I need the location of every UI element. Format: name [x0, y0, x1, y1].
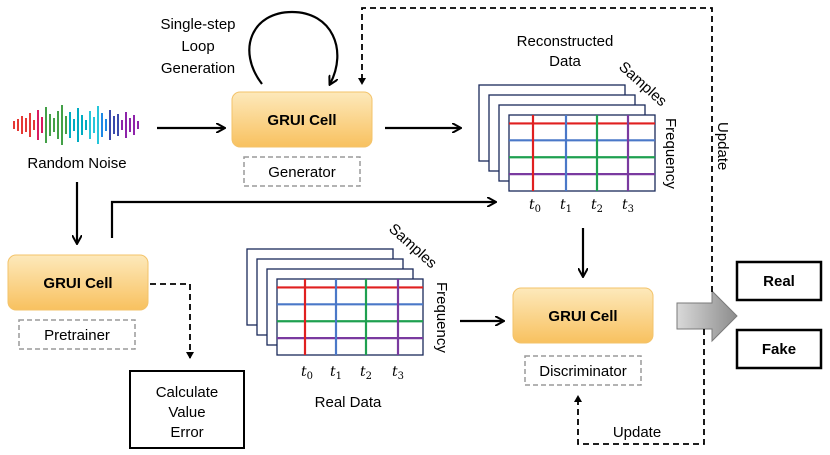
update-bottom-label: Update — [613, 424, 661, 441]
calc-line2: Value — [168, 404, 205, 421]
noise-label: Random Noise — [27, 155, 126, 172]
loop-label-line1: Single-step — [160, 16, 235, 33]
loop-arrow — [248, 10, 339, 84]
real-output-box — [735, 260, 823, 302]
calc-line1: Calculate — [156, 384, 219, 401]
pretrainer-cell-label: GRUI Cell — [43, 275, 112, 292]
reconstructed-ticks: t0 t1 t2 t3 — [529, 197, 634, 215]
waveform-icon — [13, 105, 139, 145]
generator-cell — [231, 91, 373, 148]
stack-front — [508, 114, 656, 192]
time-tick-label: t0 — [529, 197, 541, 215]
real-data-stack — [246, 248, 424, 356]
real-output-label: Real — [763, 273, 795, 290]
time-tick-label: t3 — [622, 197, 634, 215]
discriminator-role-box — [524, 355, 642, 386]
output-block-arrow — [676, 289, 738, 343]
reconstructed-data-stack — [478, 84, 656, 192]
pretrainer-role-box — [18, 319, 136, 350]
time-tick-label: t3 — [392, 364, 404, 382]
generator-role-box — [243, 156, 361, 187]
fake-output-box — [735, 328, 823, 370]
update-generator-dashed-arrow — [358, 7, 713, 292]
calc-line3: Error — [170, 424, 203, 441]
pretrainer-role-label: Pretrainer — [44, 327, 110, 344]
real-ticks: t0 t1 t2 t3 — [301, 364, 404, 382]
real-frequency-label: Frequency — [433, 282, 450, 353]
time-tick-label: t2 — [591, 197, 603, 215]
loop-label-line2: Loop — [181, 38, 214, 55]
fake-output-label: Fake — [762, 341, 796, 358]
pretrainer-cell — [7, 254, 149, 311]
time-tick-label: t0 — [301, 364, 313, 382]
discriminator-cell-label: GRUI Cell — [548, 308, 617, 325]
stack-front — [276, 278, 424, 356]
time-tick-label: t2 — [360, 364, 372, 382]
discriminator-cell — [512, 287, 654, 344]
time-tick-label: t1 — [330, 364, 342, 382]
generator-cell-label: GRUI Cell — [267, 112, 336, 129]
update-side-label: Update — [714, 122, 731, 170]
reconstructed-frequency-label: Frequency — [662, 118, 679, 189]
discriminator-role-label: Discriminator — [539, 363, 627, 380]
time-tick-label: t1 — [560, 197, 572, 215]
generator-role-label: Generator — [268, 164, 336, 181]
real-data-title: Real Data — [315, 394, 382, 411]
reconstructed-title-line1: Reconstructed — [517, 33, 614, 50]
reconstructed-title-line2: Data — [549, 53, 581, 70]
pretrainer-to-recon-arrow — [110, 202, 495, 238]
calc-error-box — [129, 370, 245, 449]
update-discriminator-dashed-arrow — [574, 329, 705, 445]
loop-label-line3: Generation — [161, 60, 235, 77]
pretrainer-to-calc-dashed-arrow — [150, 283, 194, 359]
